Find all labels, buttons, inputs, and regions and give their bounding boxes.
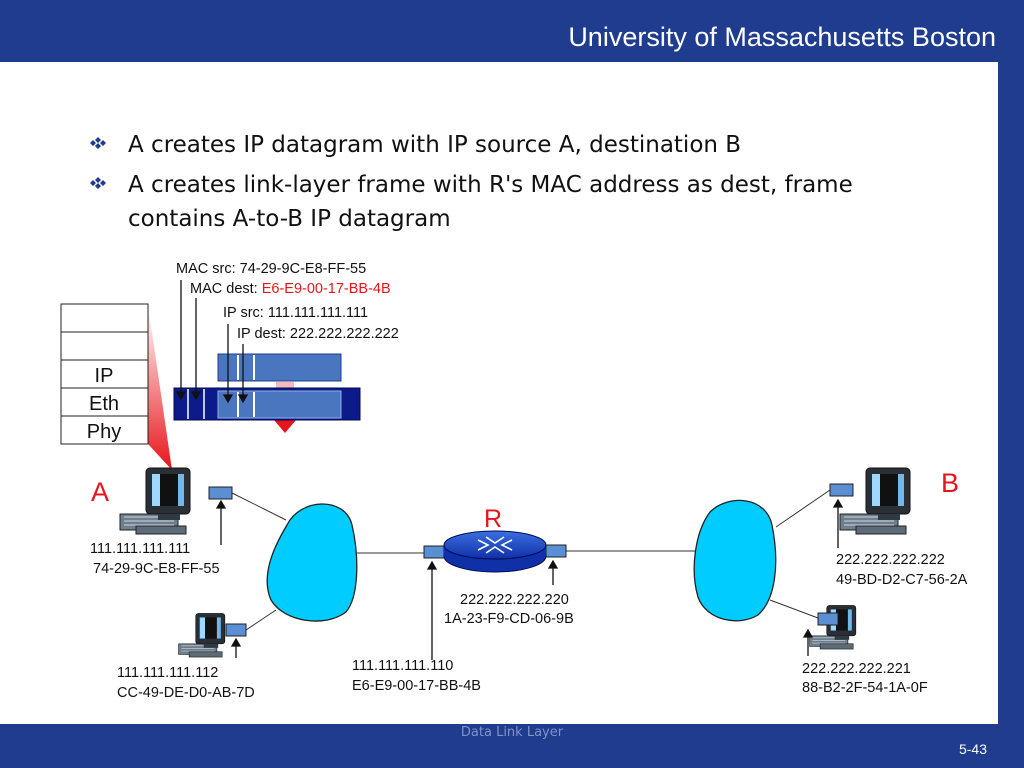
computer-icon	[839, 467, 911, 535]
ip-datagram	[217, 353, 342, 382]
host-a-name: A	[91, 477, 109, 507]
host-b2-mac: 88-B2-2F-54-1A-0F	[802, 680, 928, 696]
stack-layer-ip: IP	[95, 365, 114, 387]
footer-section-title: Data Link Layer	[460, 725, 564, 740]
stack-layer-eth: Eth	[89, 393, 119, 415]
bullet-text: A creates link-layer frame with R's MAC …	[128, 172, 853, 232]
mac-src-label: MAC src: 74-29-9C-E8-FF-55	[176, 261, 366, 277]
router-icon	[423, 530, 567, 573]
host-b-mac: 49-BD-D2-C7-56-2A	[836, 572, 968, 588]
host-a-ip: 111.111.111.111	[90, 541, 190, 557]
computer-icon	[809, 605, 857, 650]
subnet-cloud-right	[693, 499, 777, 622]
host-b2-ip: 222.222.222.221	[802, 661, 911, 677]
ip-dest-label: IP dest: 222.222.222.222	[237, 326, 399, 342]
mac-dest-value: E6-E9-00-17-BB-4B	[262, 281, 391, 297]
header-bar	[0, 0, 1024, 62]
subnet-cloud-left	[266, 503, 358, 622]
protocol-stack: IP Eth Phy	[60, 303, 149, 445]
computer-icon	[178, 613, 226, 658]
host-a2-mac: CC-49-DE-D0-AB-7D	[117, 685, 255, 701]
router-right-mac: 1A-23-F9-CD-06-9B	[444, 611, 574, 627]
diamond-bullet-icon	[90, 137, 106, 149]
network-links	[231, 489, 831, 631]
router-name: R	[484, 505, 502, 533]
header-title: University of Massachusetts Boston	[568, 22, 996, 52]
page-number: 5-43	[958, 741, 987, 757]
computer-icon	[119, 467, 191, 535]
stack-layer-phy: Phy	[87, 421, 121, 443]
ip-src-label: IP src: 111.111.111.111	[223, 305, 368, 321]
address-arrows	[215, 498, 844, 660]
mac-dest-label: MAC dest: E6-E9-00-17-BB-4B	[190, 281, 391, 297]
down-arrow-icon	[274, 420, 296, 433]
footer-bar	[0, 724, 1024, 768]
encapsulation-fan	[148, 305, 172, 470]
link-layer-frame	[173, 387, 361, 421]
host-b-name: B	[941, 468, 959, 498]
right-edge-bar	[998, 0, 1024, 768]
host-b-ip: 222.222.222.222	[836, 552, 945, 568]
host-a2-ip: 111.111.111.112	[117, 665, 218, 681]
router-left-mac: E6-E9-00-17-BB-4B	[352, 678, 481, 694]
pointer-arrows	[175, 280, 249, 404]
router-left-ip: 111.111.111.110	[352, 658, 453, 674]
bullet-text: A creates IP datagram with IP source A, …	[128, 132, 742, 158]
diamond-bullet-icon	[90, 177, 106, 189]
host-a-mac: 74-29-9C-E8-FF-55	[93, 561, 220, 577]
router-right-ip: 222.222.222.220	[460, 592, 569, 608]
